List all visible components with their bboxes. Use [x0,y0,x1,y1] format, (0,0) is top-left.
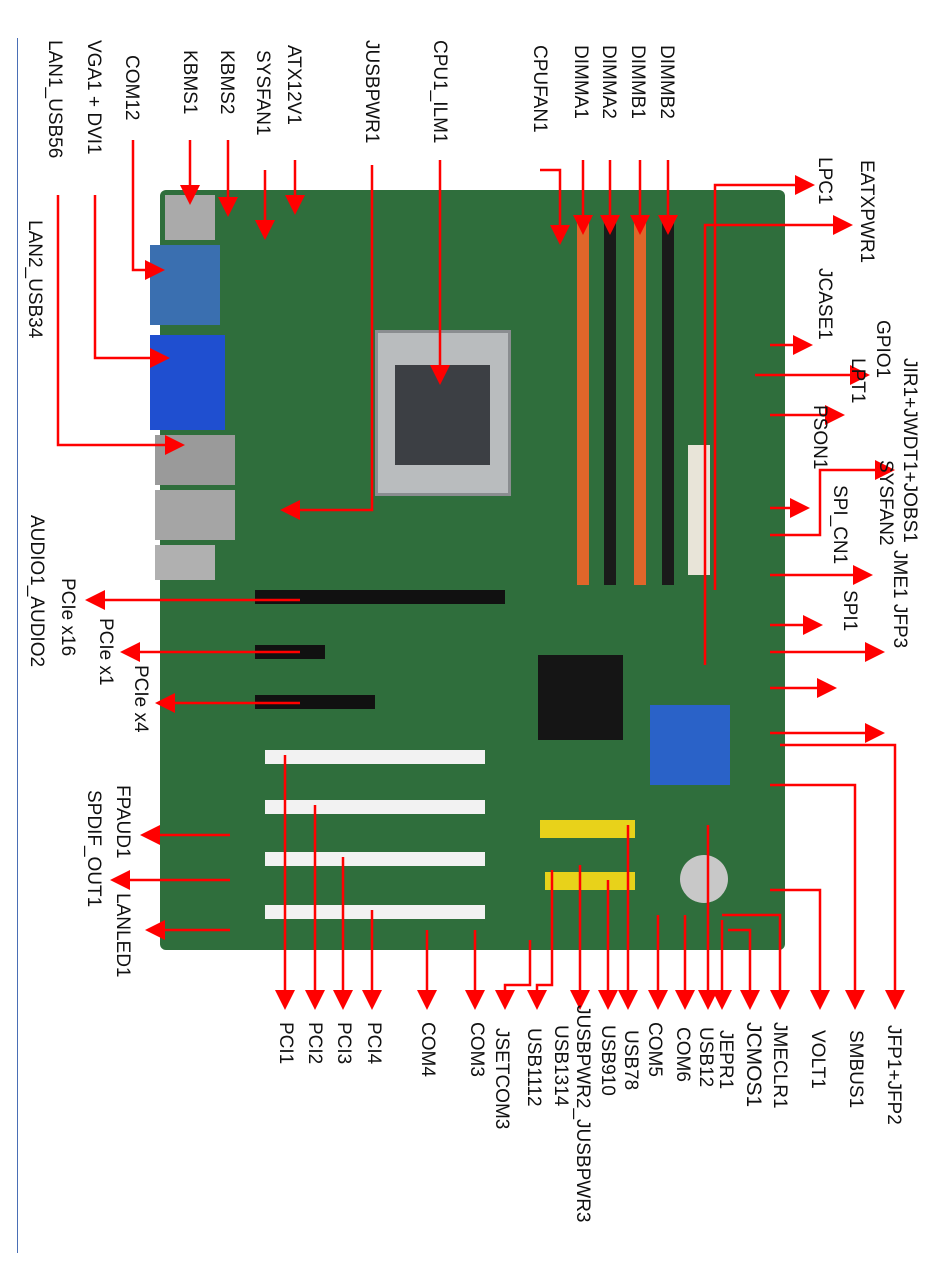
kbms-port [165,195,215,240]
label-kbms1: KBMS1 [179,50,200,115]
label-audio1-audio2: AUDIO1_AUDIO2 [26,515,47,668]
label-spi1: SPI1 [839,590,860,632]
pcie-x1-slot [255,645,325,659]
label-gpio1: GPIO1 [872,320,893,379]
label-smbus1: SMBUS1 [845,1030,866,1109]
callout-arrow [780,743,905,1010]
label-pson1: PSON1 [809,405,830,470]
label-usb910: USB910 [597,1025,618,1096]
label-com4: COM4 [417,1022,438,1077]
label-pci4: PCI4 [363,1022,384,1065]
label-jusbpwr1: JUSBPWR1 [361,40,382,144]
label-fpaud1: FPAUD1 [112,785,133,859]
label-jfp1-jfp2: JFP1+JFP2 [883,1025,904,1125]
label-com12: COM12 [121,55,142,121]
label-lpt1: LPT1 [847,358,868,404]
label-lan1-usb56: LAN1_USB56 [44,40,65,159]
label-com6: COM6 [672,1027,693,1082]
label-atx12v1: ATX12V1 [283,45,304,125]
label-jepr1: JEPR1 [715,1030,736,1090]
atx-power [688,445,710,575]
margin-line [17,38,18,1253]
label-vga1-dvi1: VGA1 + DVI1 [83,40,104,155]
label-sysfan1: SYSFAN1 [252,50,273,136]
label-pci1: PCI1 [275,1022,296,1065]
label-eatxpwr1: EATXPWR1 [856,160,877,264]
sata-ports [650,705,730,785]
pcie-x4-slot [255,695,375,709]
label-com3: COM3 [466,1022,487,1077]
label-usb12: USB12 [695,1027,716,1088]
label-dimma2: DIMMA2 [598,45,619,119]
label-usb1112: USB1112 [523,1028,544,1107]
label-jcase1: JCASE1 [814,268,835,340]
label-usb1314: USB1314 [550,1025,571,1107]
audio-port [155,545,215,580]
vga-dvi-port [150,335,225,430]
pcie-x16-slot [255,590,505,604]
label-jcmos1: JCMOS1 [742,1022,765,1108]
label-volt1: VOLT1 [807,1030,828,1089]
label-pcie-x4: PCIe x4 [130,665,151,733]
label-dimmb1: DIMMB1 [627,45,648,119]
com-port [150,245,220,325]
lan-usb-port-1 [155,435,235,485]
pci-slot-1 [265,750,485,764]
dimm-a1 [577,220,589,585]
label-spi-cn1: SPI_CN1 [829,485,850,565]
pci-slot-4 [265,905,485,919]
label-com5: COM5 [644,1022,665,1077]
usb-headers [540,820,635,838]
pci-slot-2 [265,800,485,814]
label-jme1-jfp3: JME1 JFP3 [889,550,910,649]
cpu-socket-center [395,365,490,465]
label-dimmb2: DIMMB2 [656,45,677,119]
label-lanled1: LANLED1 [112,893,133,978]
usb-headers-2 [545,872,635,890]
dimm-b2 [662,220,674,585]
label-pcie-x1: PCIe x1 [95,618,116,686]
label-jir1-jwdt1-jobs1: JIR1+JWDT1+JOBS1 [899,358,920,543]
label-lpc1: LPC1 [814,157,835,205]
dimm-b1 [634,220,646,585]
label-pcie-x16: PCIe x16 [57,578,78,657]
label-spdif-out1: SPDIF_OUT1 [83,790,104,908]
label-pci2: PCI2 [304,1022,325,1065]
dimm-a2 [604,220,616,585]
label-jsetcom3: JSETCOM3 [491,1028,512,1130]
motherboard [160,190,785,950]
label-dimma1: DIMMA1 [570,45,591,119]
label-jmeclr1: JMECLR1 [769,1022,790,1109]
label-cpu1-ilm1: CPU1_ILM1 [429,40,450,144]
label-jusbpwr2-jusbpwr3: JUSBPWR2_JUSBPWR3 [572,1005,593,1223]
label-lan2-usb34: LAN2_USB34 [24,220,45,339]
chipset-heatsink [538,655,623,740]
label-usb78: USB78 [620,1030,641,1091]
cmos-battery [680,855,728,903]
lan-usb-port-2 [155,490,235,540]
label-pci3: PCI3 [333,1022,354,1065]
label-sysfan2: SYSFAN2 [875,460,896,546]
pci-slot-3 [265,852,485,866]
label-kbms2: KBMS2 [216,50,237,115]
label-cpufan1: CPUFAN1 [529,45,550,133]
